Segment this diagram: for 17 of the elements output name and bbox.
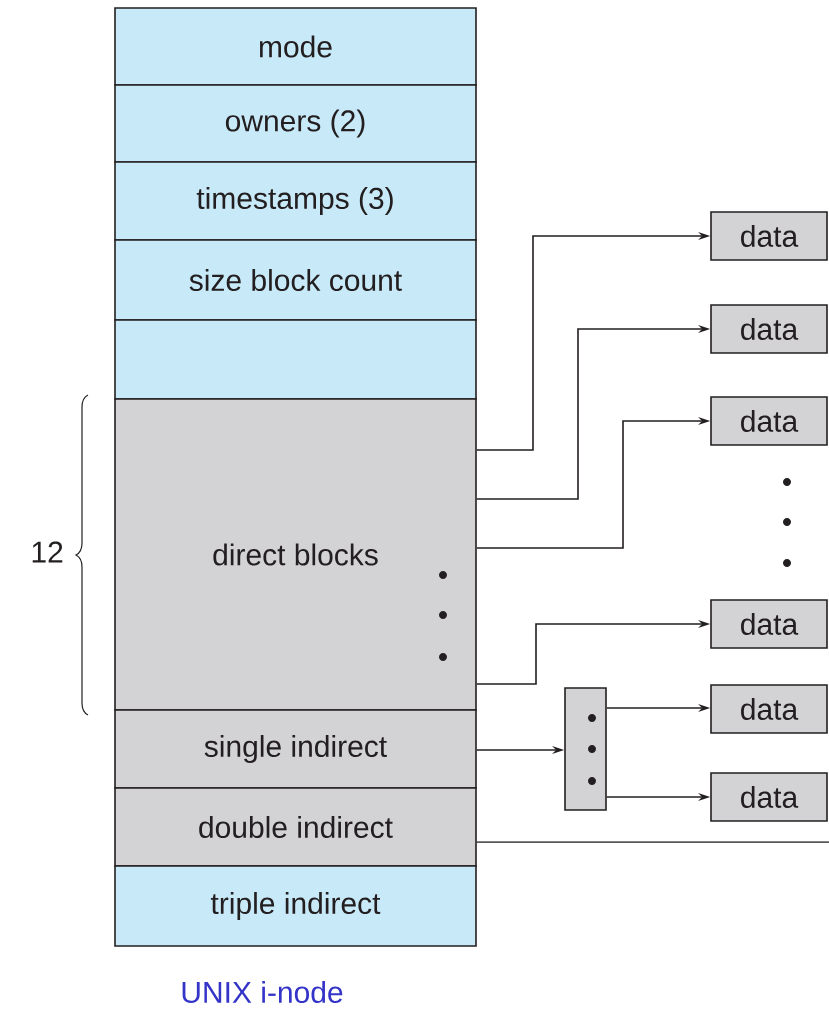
count-label: 12 — [32, 541, 63, 563]
field-cell — [114, 319, 477, 400]
field-cell: timestamps (3) — [114, 161, 477, 241]
field-cell: mode — [114, 7, 477, 86]
data-block: data — [710, 684, 828, 734]
caption: UNIX i-node — [182, 981, 343, 1003]
data-block: data — [710, 211, 828, 261]
field-cell: size block count — [114, 239, 477, 321]
data-block: data — [710, 599, 828, 649]
pointer-cell: single indirect — [114, 709, 477, 789]
pointer-cell: double indirect — [114, 787, 477, 867]
field-cell: owners (2) — [114, 84, 477, 163]
data-block: data — [710, 304, 828, 354]
index-block — [564, 687, 607, 811]
field-cell: triple indirect — [114, 865, 477, 947]
data-block: data — [710, 396, 828, 446]
data-block: data — [710, 772, 828, 822]
